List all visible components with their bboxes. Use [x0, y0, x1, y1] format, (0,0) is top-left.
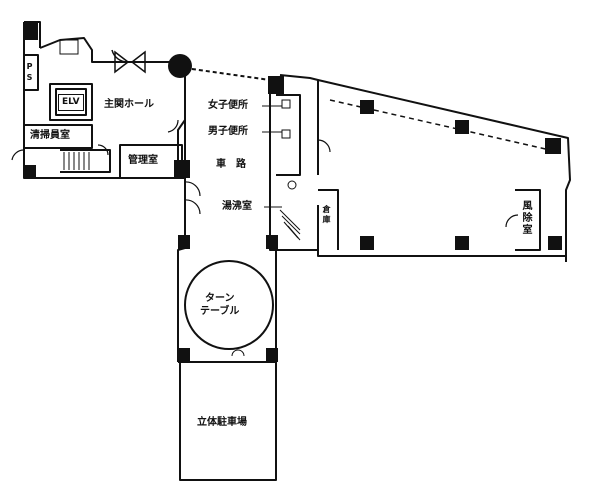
- stairs-right: [279, 209, 301, 241]
- windbreak-room-label: 風除室: [520, 200, 531, 236]
- wall-windbreak: [515, 189, 541, 251]
- wall-cleaning: [24, 124, 93, 149]
- mens-toilet-label: 男子便所: [208, 126, 248, 137]
- column: [174, 160, 190, 178]
- wall-toilets: [276, 94, 301, 176]
- column: [548, 236, 562, 250]
- door-swing: [167, 119, 179, 133]
- column: [455, 120, 469, 134]
- stairs-left: [63, 152, 90, 170]
- column: [24, 165, 36, 179]
- turntable-circle: [184, 260, 274, 350]
- wall-right-bottom: [276, 249, 566, 257]
- ps-label: PS: [25, 62, 34, 84]
- door-swing: [11, 149, 25, 161]
- storage-label: 倉庫: [322, 205, 331, 225]
- parking-structure-label: 立体駐車場: [197, 417, 247, 428]
- column: [266, 348, 278, 362]
- wall-left-top: [39, 37, 180, 63]
- door-swing: [184, 199, 201, 215]
- wall-storage: [318, 189, 339, 250]
- entrance-door: [111, 49, 146, 74]
- womens-toilet-label: 女子便所: [208, 100, 248, 111]
- door-swing: [317, 139, 331, 153]
- column: [545, 138, 561, 154]
- entrance-hall-label: 主関ホール: [104, 99, 154, 110]
- turntable-label: ターン テーブル: [200, 293, 240, 317]
- wall-right-outer: [317, 79, 571, 262]
- wall-driveway-top: [184, 67, 271, 81]
- column: [266, 235, 278, 249]
- column: [178, 235, 190, 249]
- management-room-label: 管理室: [128, 155, 158, 166]
- wall-right-top: [279, 74, 319, 95]
- driveway-label: 車 路: [216, 159, 246, 170]
- door-swing: [505, 214, 519, 228]
- wall-driveway-right: [269, 80, 277, 362]
- elv-inner: [55, 88, 87, 116]
- column: [178, 348, 190, 362]
- wall-driveway-left: [177, 68, 186, 362]
- door-swing: [184, 181, 201, 197]
- elv-label: ELV: [58, 94, 84, 111]
- toilet-fixture: [281, 99, 291, 109]
- kitchenette-label: 湯沸室: [222, 201, 252, 212]
- wall-stairs-box: [60, 149, 111, 173]
- wall-parking: [179, 362, 277, 481]
- turntable-arc: [231, 349, 245, 357]
- column: [168, 54, 192, 78]
- cleaning-staff-room-label: 清掃員室: [30, 130, 70, 141]
- column: [24, 22, 38, 40]
- wall-ps: [24, 54, 39, 91]
- column: [455, 236, 469, 250]
- column: [360, 236, 374, 250]
- door-swing: [97, 144, 109, 156]
- toilet-fixture: [281, 129, 291, 139]
- sink: [287, 180, 297, 190]
- wall-elv: [49, 83, 93, 121]
- toilet-fixture: [59, 39, 79, 55]
- column: [360, 100, 374, 114]
- column: [268, 76, 284, 94]
